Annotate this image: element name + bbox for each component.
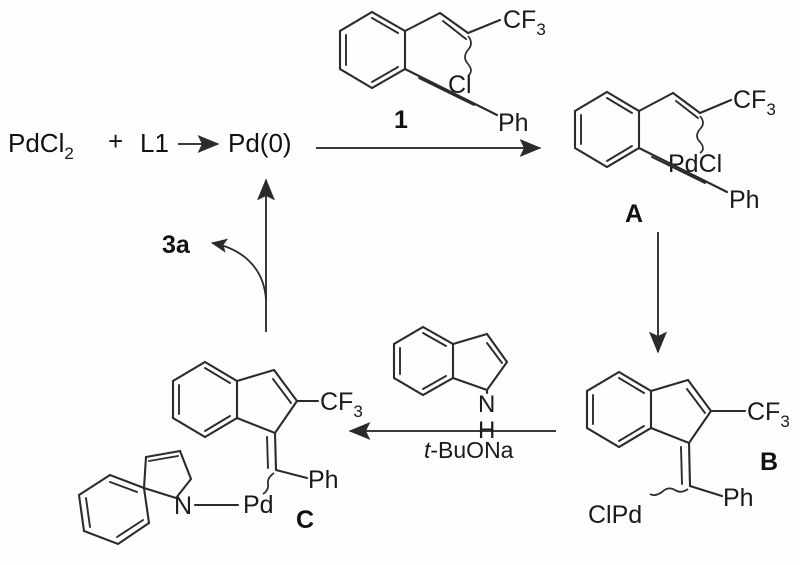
phenyl-label: Ph — [498, 109, 529, 137]
pdcl-label: PdCl — [668, 150, 722, 178]
product-release-arrow — [210, 238, 267, 301]
benzo-ring — [585, 370, 653, 449]
wavy-bond-pd — [696, 115, 704, 154]
intermediate-a-label: A — [625, 200, 643, 228]
intermediate-b-label: B — [760, 448, 778, 476]
pd0-label: Pd(0) — [228, 128, 292, 158]
base-label: t-BuONa — [424, 437, 514, 463]
phenyl-label: Ph — [723, 484, 754, 512]
pyrrole-ring — [451, 332, 509, 392]
intermediate-b-structure: CF3 Ph ClPd B — [585, 370, 790, 529]
alkyne-bond — [637, 146, 729, 194]
nitrogen-label: N — [174, 492, 192, 520]
phenyl-label: Ph — [729, 186, 760, 214]
benzene-ring — [338, 10, 407, 90]
benzo-ring — [392, 325, 455, 397]
pd-label: Pd — [243, 491, 274, 519]
ligand-exchange-arrow-group: t-BuONa — [348, 422, 556, 463]
exocyclic-double-bond — [266, 431, 278, 472]
cf3-label: CF3 — [320, 388, 363, 421]
product-release-group: 3a — [162, 231, 267, 301]
compound-1-label: 1 — [394, 106, 408, 134]
alkyne-bond — [403, 67, 499, 117]
vinyl-chain — [403, 11, 502, 40]
bond-to-ph — [274, 468, 309, 480]
cf3-label: CF3 — [747, 398, 790, 431]
chloride-label: Cl — [448, 71, 472, 99]
product-3a-label: 3a — [162, 231, 191, 259]
intermediate-c-label: C — [296, 506, 314, 534]
wavy-bond-pd — [649, 487, 689, 496]
exocyclic-double-bond — [680, 441, 692, 488]
wavy-bond-pd — [262, 472, 275, 495]
pyrrole-ring — [142, 449, 193, 500]
intermediate-a-structure: CF3 PdCl Ph A — [573, 86, 776, 228]
cyclopentene-ring — [235, 368, 299, 435]
indole-reagent-structure: N H — [392, 325, 509, 444]
phenyl-label: Ph — [308, 466, 339, 494]
bond-to-ph — [688, 484, 724, 498]
intermediate-c-structure: CF3 Ph Pd N C — [77, 360, 363, 546]
cf3-label: CF3 — [733, 86, 776, 119]
benzene-ring — [573, 90, 641, 169]
cyclopentene-ring — [649, 378, 713, 445]
benzo-ring — [171, 360, 239, 439]
wavy-bond-cl — [464, 35, 472, 77]
nitrogen-label: N — [478, 391, 495, 418]
pdcl2-formula: PdCl2 — [8, 128, 74, 163]
vinyl-chain — [637, 91, 733, 119]
plus-sign: + — [108, 126, 123, 156]
clpd-label: ClPd — [588, 501, 642, 529]
ligand-l1-label: L1 — [140, 128, 169, 158]
substrate-1-structure: CF3 Cl Ph 1 — [338, 6, 546, 137]
hydrogen-label: H — [478, 417, 495, 444]
precatalyst-equation: PdCl2 + L1 Pd(0) — [8, 126, 292, 163]
indolyl-ligand — [77, 449, 193, 546]
cf3-label: CF3 — [503, 6, 546, 39]
benzo-ring — [77, 473, 151, 546]
